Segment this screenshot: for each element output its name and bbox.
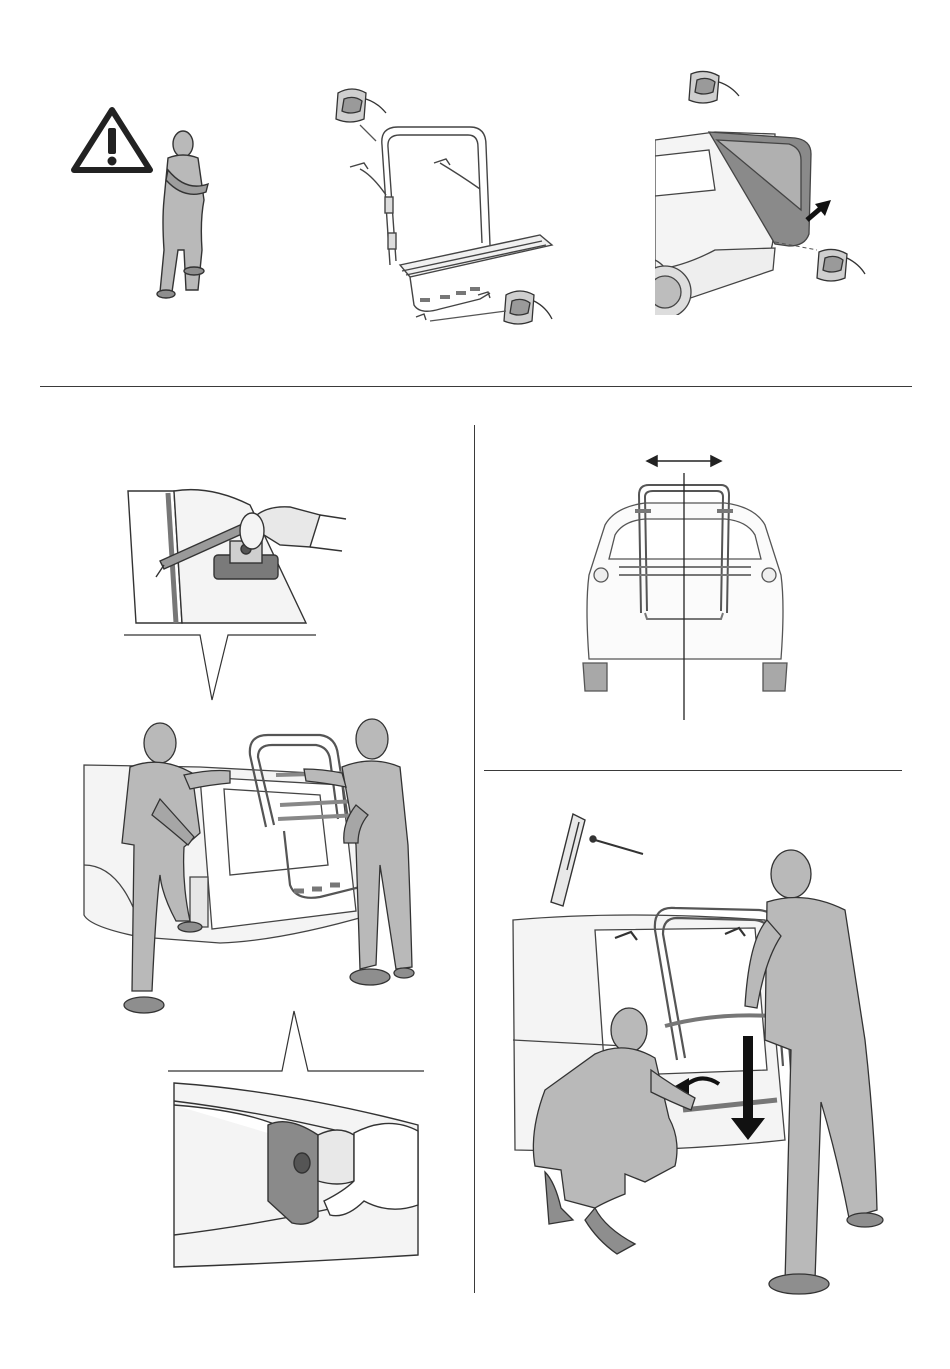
section-divider — [40, 386, 912, 387]
panel-hook-detail-bottom — [168, 1005, 428, 1275]
panel-two-person-mount — [80, 715, 425, 1025]
panel-rack-pads — [330, 85, 560, 345]
cleaning-cloth-icon — [817, 249, 865, 281]
column-divider — [474, 425, 475, 1293]
right-section-divider — [484, 770, 902, 771]
callout-pointer — [124, 635, 316, 700]
cleaning-cloth-icon — [689, 71, 739, 103]
callout-pointer — [168, 1011, 424, 1071]
panel-centering — [575, 445, 795, 725]
wrench-tool — [551, 814, 643, 906]
rack-hook-detail — [128, 490, 346, 623]
panel-hook-detail-top — [120, 485, 350, 700]
car-tailgate — [639, 132, 811, 318]
warning-triangle-icon — [74, 110, 150, 170]
standing-person — [157, 131, 208, 298]
panel-tailgate-clean — [655, 70, 875, 315]
car-rear-view — [583, 503, 787, 691]
cleaning-cloth-icon — [336, 89, 386, 141]
panel-warning — [60, 100, 260, 310]
panel-tighten-straps — [505, 810, 900, 1310]
open-arrow-icon — [807, 200, 831, 220]
double-arrow-icon — [647, 456, 721, 466]
bumper-pad-detail — [174, 1083, 418, 1267]
